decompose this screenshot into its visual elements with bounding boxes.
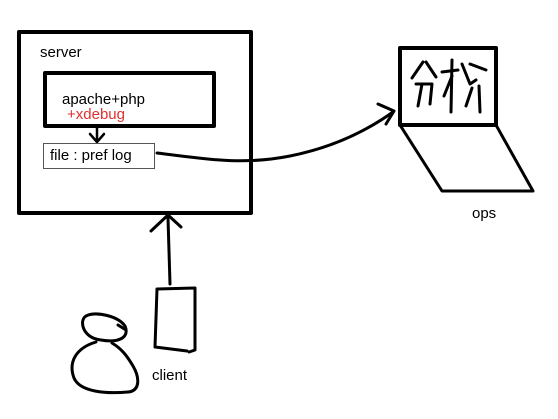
app-box <box>43 71 216 128</box>
client-device-icon <box>153 286 197 354</box>
xdebug-label: +xdebug <box>67 106 125 123</box>
client-to-server-arrow <box>149 213 183 286</box>
person-icon <box>70 312 140 395</box>
log-to-ops-arrow <box>155 102 396 163</box>
app-to-log-arrow <box>88 124 106 144</box>
client-label: client <box>152 367 188 384</box>
server-box <box>17 30 253 215</box>
ops-label: ops <box>472 205 497 222</box>
app-stack-label: apache+php <box>62 91 145 108</box>
laptop-icon <box>398 46 535 193</box>
server-label: server <box>40 44 82 61</box>
log-file-box: file : pref log <box>43 143 155 169</box>
screen-glyphs <box>410 58 488 114</box>
